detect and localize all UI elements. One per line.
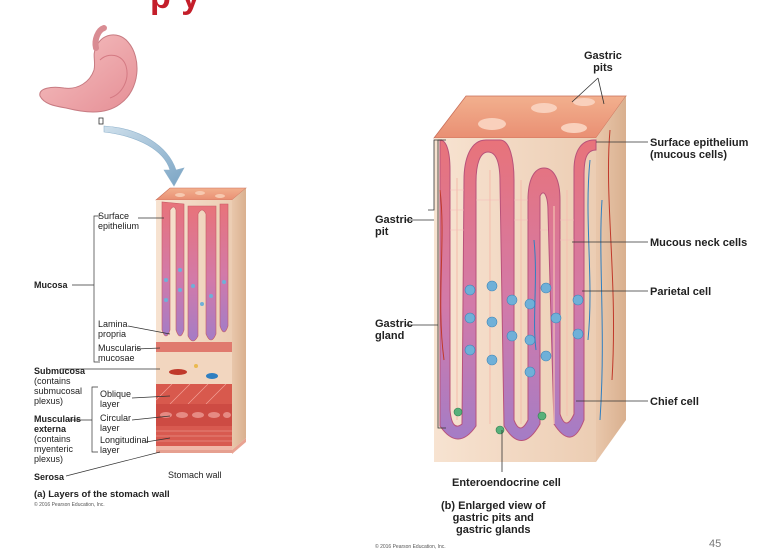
label-gastric-pit: Gastric pit bbox=[375, 214, 413, 238]
label-gastric-pits: Gastric pits bbox=[584, 50, 622, 74]
label-longitudinal-layer: Longitudinal layer bbox=[100, 435, 149, 455]
label-surface-epithelium-b: Surface epithelium (mucous cells) bbox=[650, 137, 749, 161]
label-oblique-layer: Oblique layer bbox=[100, 389, 132, 409]
gastric-gland-block bbox=[433, 95, 627, 462]
label-circular-layer: Circular layer bbox=[100, 413, 132, 433]
label-serosa: Serosa bbox=[34, 472, 65, 482]
stomach-icon bbox=[39, 25, 138, 125]
label-muscularis-note: (contains myenteric plexus) bbox=[34, 434, 74, 464]
label-lamina-propria: Lamina propria bbox=[98, 319, 128, 339]
label-submucosa-note: (contains submucosal plexus) bbox=[34, 376, 83, 406]
label-parietal-cell: Parietal cell bbox=[650, 286, 712, 298]
label-muscularis-mucosae: Muscularis mucosae bbox=[98, 343, 142, 363]
caption-a: (a) Layers of the stomach wall bbox=[34, 489, 170, 500]
curved-arrow-icon bbox=[103, 125, 185, 187]
page-number: 45 bbox=[709, 538, 722, 550]
label-mucosa: Mucosa bbox=[34, 280, 68, 290]
label-mucous-neck-cells: Mucous neck cells bbox=[650, 237, 748, 249]
label-stomach-wall: Stomach wall bbox=[168, 470, 222, 480]
label-chief-cell: Chief cell bbox=[650, 396, 699, 408]
label-submucosa: Submucosa bbox=[34, 366, 86, 376]
copyright-a: © 2016 Pearson Education, Inc. bbox=[34, 502, 105, 508]
stomach-wall-block bbox=[155, 187, 247, 454]
right-leader-lines bbox=[406, 77, 648, 472]
left-leader-lines bbox=[60, 215, 171, 477]
slide-title: p y bbox=[150, 0, 201, 17]
copyright-b: © 2016 Pearson Education, Inc. bbox=[375, 544, 446, 550]
caption-b: (b) Enlarged view of gastric pits and ga… bbox=[441, 500, 546, 536]
label-muscularis-externa: Muscularis externa bbox=[34, 414, 82, 434]
label-surface-epithelium-a: Surface epithelium bbox=[98, 211, 140, 231]
label-enteroendocrine-cell: Enteroendocrine cell bbox=[452, 477, 561, 489]
label-gastric-gland: Gastric gland bbox=[375, 318, 413, 342]
